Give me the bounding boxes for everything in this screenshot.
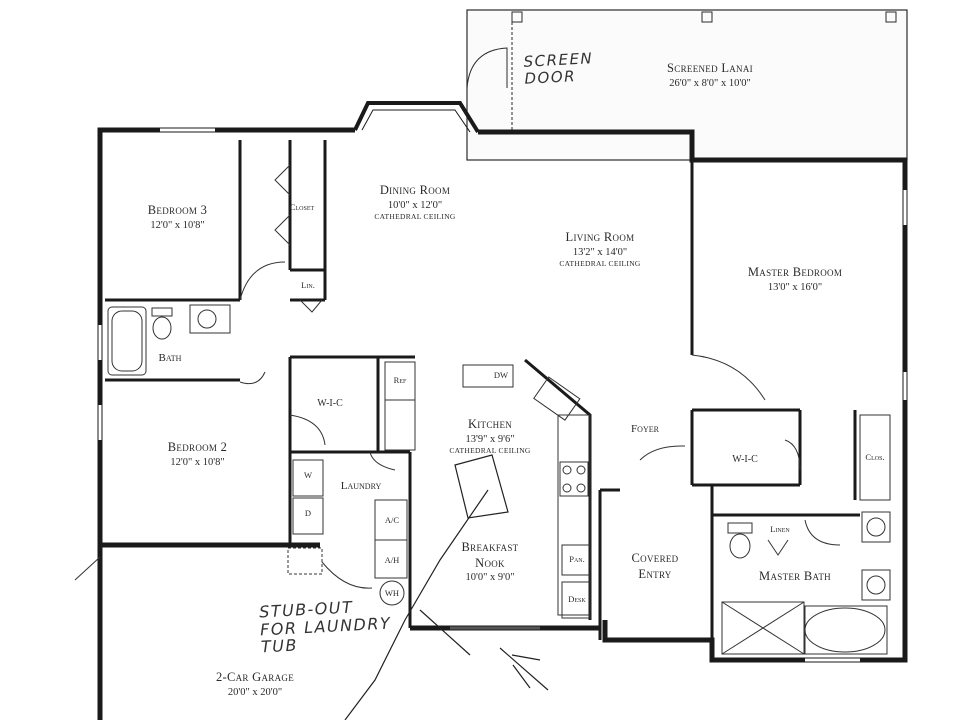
room-name: Screened Lanai (667, 61, 753, 75)
room-name: Breakfast (461, 540, 519, 554)
label-pantry: Pan. (569, 554, 585, 564)
label-clos: Clos. (865, 452, 885, 462)
label-bath: Bath (158, 352, 182, 364)
label-dining-room: Dining Room 10'0" x 12'0" Cathedral Ceil… (340, 183, 490, 221)
label-wic-1: W-I-C (317, 398, 343, 409)
room-dims: 20'0" x 20'0" (227, 686, 283, 698)
room-dims: 13'0" x 16'0" (767, 281, 823, 293)
label-laundry: Laundry (340, 480, 382, 492)
label-washer: W (303, 470, 313, 480)
label-kitchen: Kitchen 13'9" x 9'6" Cathedral Ceiling (440, 417, 540, 455)
label-ah: A/H (384, 555, 400, 565)
handwritten-screen-door: SCREEN DOOR (523, 49, 594, 87)
label-breakfast-nook: Breakfast Nook 10'0" x 9'0" (440, 540, 540, 584)
label-wh: WH (384, 588, 400, 598)
label-master-bedroom: Master Bedroom 13'0" x 16'0" (720, 265, 870, 294)
label-garage: 2-Car Garage 20'0" x 20'0" (190, 670, 320, 699)
handwritten-stub-out: STUB-OUT FOR LAUNDRY TUB (259, 597, 393, 657)
label-wic-2: W-I-C (732, 454, 758, 465)
label-covered-entry: Covered Entry (615, 551, 695, 582)
lanai-enclosure (466, 9, 908, 161)
label-screened-lanai: Screened Lanai 26'0" x 8'0" x 10'0" (620, 61, 800, 90)
room-name: Covered (631, 551, 679, 565)
label-desk: Desk (568, 594, 586, 604)
label-bedroom-2: Bedroom 2 12'0" x 10'8" (135, 440, 260, 469)
room-note: Cathedral Ceiling (559, 258, 641, 268)
room-name: Master Bath (759, 569, 831, 583)
label-linen: Linen (770, 524, 790, 534)
label-ref: Ref (393, 375, 407, 385)
room-dims: 12'0" x 10'8" (150, 219, 205, 231)
label-lin: Lin. (301, 280, 315, 290)
label-living-room: Living Room 13'2" x 14'0" Cathedral Ceil… (525, 230, 675, 268)
room-name: Kitchen (467, 417, 513, 431)
room-dims: 12'0" x 10'8" (170, 456, 225, 468)
room-name-line2: Nook (475, 555, 505, 570)
room-name: Bedroom 2 (167, 440, 228, 454)
room-name: Bedroom 3 (147, 203, 208, 217)
interior-walls (105, 140, 860, 660)
label-dryer: D (304, 508, 312, 518)
room-name: 2-Car Garage (215, 670, 294, 684)
room-name: Living Room (565, 230, 635, 244)
room-name: Dining Room (379, 183, 451, 197)
label-closet: Closet (289, 202, 315, 212)
label-dw: DW (493, 370, 509, 380)
label-bedroom-3: Bedroom 3 12'0" x 10'8" (120, 203, 235, 232)
room-dims: 10'0" x 12'0" (387, 199, 443, 211)
label-master-bath: Master Bath (735, 569, 855, 585)
hand-annotations (344, 454, 549, 720)
room-dims: 13'2" x 14'0" (572, 246, 628, 258)
room-note: Cathedral Ceiling (374, 211, 456, 221)
label-ac: A/C (384, 515, 400, 525)
label-foyer: Foyer (631, 423, 659, 435)
room-name: Master Bedroom (747, 265, 843, 279)
room-dims: 13'9" x 9'6" (465, 433, 515, 445)
room-dims: 26'0" x 8'0" x 10'0" (669, 77, 751, 89)
room-dims: 10'0" x 9'0" (465, 572, 515, 584)
fixtures (74, 128, 907, 662)
room-note: Cathedral Ceiling (449, 445, 531, 455)
room-name-line2: Entry (638, 566, 672, 581)
bay-window (353, 101, 480, 134)
